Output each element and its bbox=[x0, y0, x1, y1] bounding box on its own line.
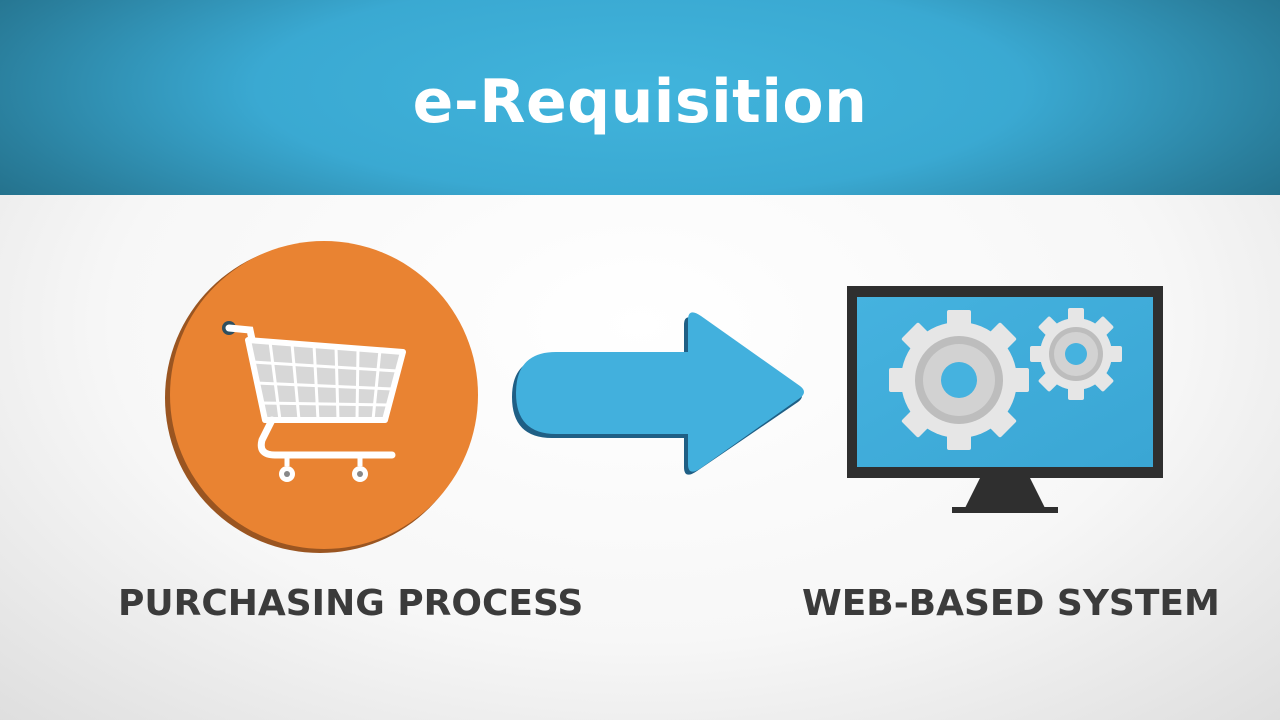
shopping-cart-icon bbox=[165, 241, 478, 553]
purchasing-process-label: PURCHASING PROCESS bbox=[118, 583, 584, 624]
web-based-system-label: WEB-BASED SYSTEM bbox=[802, 583, 1220, 624]
page-title: e-Requisition bbox=[412, 67, 868, 137]
monitor-gears-icon bbox=[847, 286, 1163, 513]
title-banner: e-Requisition bbox=[0, 0, 1280, 195]
arrow-right-icon bbox=[512, 312, 804, 475]
